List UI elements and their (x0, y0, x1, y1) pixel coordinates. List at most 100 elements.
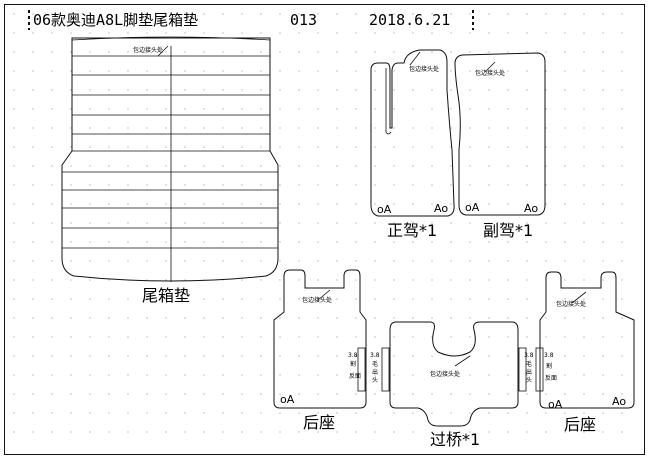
grid-dot (89, 13, 91, 15)
grid-dot (469, 32, 471, 34)
grid-dot (412, 146, 414, 148)
grid-dot (469, 89, 471, 91)
bridge-edge-note: 包边接头处 (430, 370, 460, 378)
grid-dot (127, 260, 129, 262)
grid-dot (222, 355, 224, 357)
grid-dot (241, 336, 243, 338)
grid-dot (355, 298, 357, 300)
grid-dot (70, 241, 72, 243)
grid-dot (279, 355, 281, 357)
grid-dot (412, 203, 414, 205)
grid-dot (51, 298, 53, 300)
grid-dot (545, 355, 547, 357)
grid-dot (89, 222, 91, 224)
grid-dot (317, 393, 319, 395)
grid-dot (526, 374, 528, 376)
grid-dot (127, 108, 129, 110)
grid-dot (203, 393, 205, 395)
grid-dot (583, 393, 585, 395)
grid-dot (241, 412, 243, 414)
grid-dot (127, 127, 129, 129)
grid-dot (127, 412, 129, 414)
grid-dot (127, 431, 129, 433)
grid-dot (108, 298, 110, 300)
grid-dot (469, 336, 471, 338)
grid-dot (32, 32, 34, 34)
grid-dot (488, 89, 490, 91)
grid-dot (526, 203, 528, 205)
grid-dot (260, 298, 262, 300)
grid-dot (526, 260, 528, 262)
grid-dot (488, 336, 490, 338)
grid-dot (545, 336, 547, 338)
grid-dot (203, 241, 205, 243)
grid-dot (583, 336, 585, 338)
grid-dot (32, 89, 34, 91)
grid-dot (488, 165, 490, 167)
grid-dot (70, 279, 72, 281)
grid-dot (89, 355, 91, 357)
grid-dot (545, 51, 547, 53)
grid-dot (507, 355, 509, 357)
grid-dot (488, 222, 490, 224)
grid-dot (583, 32, 585, 34)
grid-dot (583, 279, 585, 281)
grid-dot (488, 260, 490, 262)
grid-dot (526, 184, 528, 186)
grid-dot (298, 431, 300, 433)
grid-dot (298, 393, 300, 395)
grid-dot (507, 108, 509, 110)
grid-dot (336, 298, 338, 300)
grid-dot (564, 336, 566, 338)
grid-dot (184, 184, 186, 186)
grid-dot (70, 317, 72, 319)
grid-dot (412, 222, 414, 224)
grid-dot (507, 184, 509, 186)
grid-dot (374, 203, 376, 205)
grid-dot (431, 393, 433, 395)
grid-dot (526, 279, 528, 281)
grid-dot (393, 165, 395, 167)
grid-dot (431, 374, 433, 376)
grid-dot (70, 203, 72, 205)
grid-dot (32, 13, 34, 15)
grid-dot (526, 393, 528, 395)
grid-dot (165, 412, 167, 414)
grid-dot (89, 374, 91, 376)
grid-dot (32, 412, 34, 414)
rear-left-hair: 毛 (372, 360, 378, 368)
grid-dot (621, 374, 623, 376)
grid-dot (241, 317, 243, 319)
trunk-edge-note: 包边接头处 (133, 46, 163, 54)
grid-dot (32, 70, 34, 72)
grid-dot (108, 146, 110, 148)
grid-dot (526, 127, 528, 129)
grid-dot (602, 222, 604, 224)
grid-dot (545, 393, 547, 395)
grid-dot (393, 184, 395, 186)
grid-dot (13, 222, 15, 224)
grid-dot (241, 70, 243, 72)
grid-dot (469, 70, 471, 72)
grid-dot (108, 279, 110, 281)
grid-dot (526, 89, 528, 91)
grid-dot (488, 317, 490, 319)
grid-dot (393, 13, 395, 15)
grid-dot (564, 203, 566, 205)
grid-dot (450, 260, 452, 262)
grid-dot (374, 298, 376, 300)
rear-left-dim-2: 3.8 (370, 352, 380, 359)
grid-dot (279, 336, 281, 338)
grid-dot (393, 203, 395, 205)
grid-dot (51, 203, 53, 205)
grid-dot (317, 70, 319, 72)
grid-dot (355, 412, 357, 414)
grid-dot (374, 279, 376, 281)
grid-dot (450, 336, 452, 338)
grid-dot (450, 317, 452, 319)
grid-dot (108, 32, 110, 34)
grid-dot (51, 260, 53, 262)
grid-dot (165, 70, 167, 72)
grid-dot (298, 412, 300, 414)
grid-dot (393, 412, 395, 414)
